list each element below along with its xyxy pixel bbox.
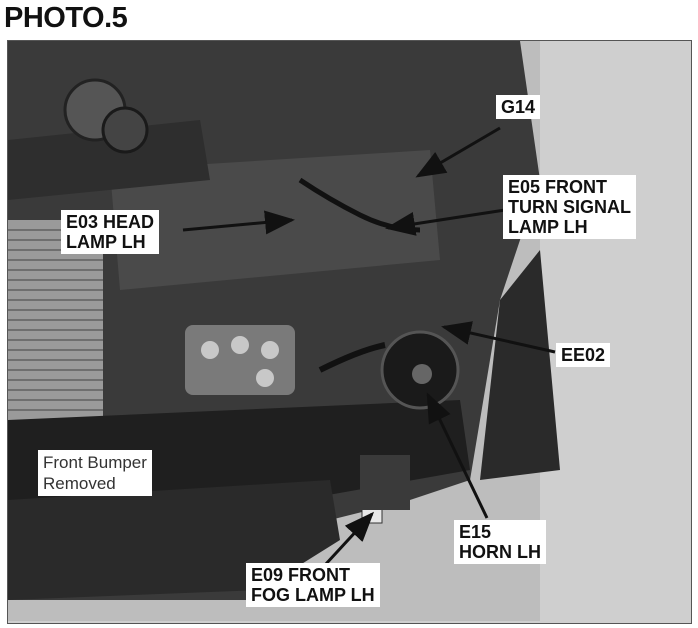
label-e03-head-lamp: E03 HEAD LAMP LH	[61, 210, 160, 254]
upper-frame	[8, 120, 210, 200]
arrow-e15	[426, 392, 489, 519]
photo-title: PHOTO.5	[4, 2, 128, 34]
arrow-e03	[182, 210, 295, 235]
fog-lamp-bracket	[360, 455, 410, 510]
horn-center	[412, 364, 432, 384]
arrow-ee02	[441, 321, 556, 354]
arrow-e05	[385, 208, 506, 236]
label-g14: G14	[496, 95, 541, 119]
arrow-g14	[415, 126, 501, 178]
mount-bracket	[185, 325, 295, 395]
callout-arrows	[182, 126, 556, 567]
label-e05-front-turn-signal-lamp: E05 FRONT TURN SIGNAL LAMP LH	[503, 175, 636, 239]
bolt	[256, 369, 274, 387]
label-e09-front-fog-lamp: E09 FRONT FOG LAMP LH	[246, 563, 380, 607]
wiring-harness	[318, 342, 386, 373]
arrow-e09	[323, 511, 375, 567]
bolt	[201, 341, 219, 359]
note-front-bumper-removed: Front Bumper Removed	[38, 450, 152, 496]
radiator	[8, 220, 103, 420]
label-ee02: EE02	[556, 343, 611, 367]
bolt	[231, 336, 249, 354]
reservoir-cap	[101, 106, 149, 154]
bolt	[261, 341, 279, 359]
label-e15-horn: E15 HORN LH	[454, 520, 546, 564]
